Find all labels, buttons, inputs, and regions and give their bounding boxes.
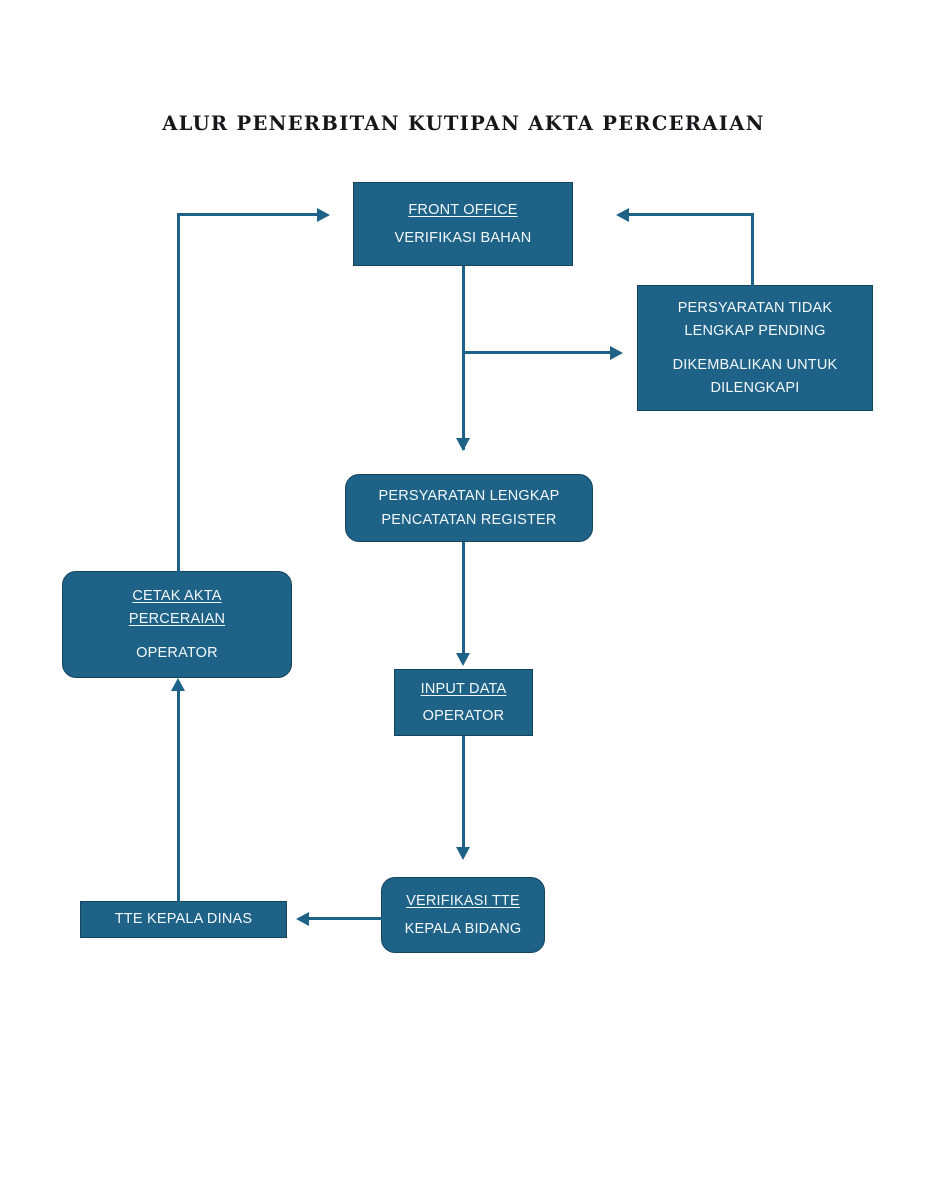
node-pending-line-2: LENGKAP PENDING — [684, 322, 826, 339]
edge-dinas-to-cetak-akta-vertical — [177, 691, 180, 902]
node-pending-line-1: PERSYARATAN TIDAK — [677, 300, 833, 316]
node-cetak-akta[interactable]: CETAK AKTA PERCERAIAN OPERATOR — [62, 571, 292, 678]
arrowhead-into-persyaratan-lengkap — [456, 438, 470, 451]
edge-lengkap-to-input-data-vertical — [462, 542, 465, 656]
node-input-data-line-2: OPERATOR — [422, 707, 505, 724]
edge-pending-to-front-office-horizontal — [629, 213, 754, 216]
arrowhead-into-pending-left — [610, 346, 623, 360]
node-input-data-line-1: INPUT DATA — [420, 681, 507, 697]
node-front-office-line-1: FRONT OFFICE — [408, 202, 518, 218]
node-verifikasi-tte[interactable]: VERIFIKASI TTE KEPALA BIDANG — [381, 877, 545, 953]
node-lengkap-line-1: PERSYARATAN LENGKAP — [378, 488, 560, 504]
node-cetak-akta-line-2: PERCERAIAN — [128, 611, 226, 628]
arrowhead-into-front-office-left — [317, 208, 330, 222]
node-tte-kepala-dinas-line-1: TTE KEPALA DINAS — [114, 911, 253, 928]
arrowhead-into-verifikasi-tte — [456, 847, 470, 860]
edge-cetak-akta-to-front-office-horizontal — [177, 213, 319, 216]
node-cetak-akta-line-3: OPERATOR — [136, 644, 218, 661]
arrowhead-into-tte-kepala-dinas — [296, 912, 309, 926]
edge-verifikasi-tte-to-dinas-horizontal — [307, 917, 383, 920]
node-front-office-line-2: VERIFIKASI BAHAN — [394, 229, 532, 246]
node-pending-line-4: DILENGKAPI — [710, 379, 800, 396]
node-pending-line-3: DIKEMBALIKAN UNTUK — [672, 357, 838, 373]
node-cetak-akta-line-1: CETAK AKTA — [132, 587, 222, 604]
edge-input-data-to-verifikasi-tte-vertical — [462, 736, 465, 849]
arrowhead-into-input-data — [456, 653, 470, 666]
node-verifikasi-tte-line-2: KEPALA BIDANG — [404, 920, 522, 937]
edge-pending-to-front-office-vertical — [751, 215, 754, 287]
edge-front-office-to-pending-horizontal — [462, 351, 617, 354]
node-verifikasi-tte-line-1: VERIFIKASI TTE — [406, 893, 520, 909]
node-persyaratan-lengkap[interactable]: PERSYARATAN LENGKAP PENCATATAN REGISTER — [345, 474, 593, 542]
node-persyaratan-tidak-lengkap[interactable]: PERSYARATAN TIDAK LENGKAP PENDING DIKEMB… — [637, 285, 873, 411]
edge-front-office-down-trunk — [462, 266, 465, 450]
node-lengkap-line-2: PENCATATAN REGISTER — [381, 511, 557, 528]
node-input-data[interactable]: INPUT DATA OPERATOR — [394, 669, 533, 736]
arrowhead-into-front-office-right — [616, 208, 629, 222]
arrowhead-into-cetak-akta — [171, 678, 185, 691]
node-tte-kepala-dinas[interactable]: TTE KEPALA DINAS — [80, 901, 287, 938]
page-title: ALUR PENERBITAN KUTIPAN AKTA PERCERAIAN — [162, 112, 765, 135]
node-front-office[interactable]: FRONT OFFICE VERIFIKASI BAHAN — [353, 182, 573, 266]
edge-cetak-akta-to-front-office-vertical — [177, 215, 180, 572]
